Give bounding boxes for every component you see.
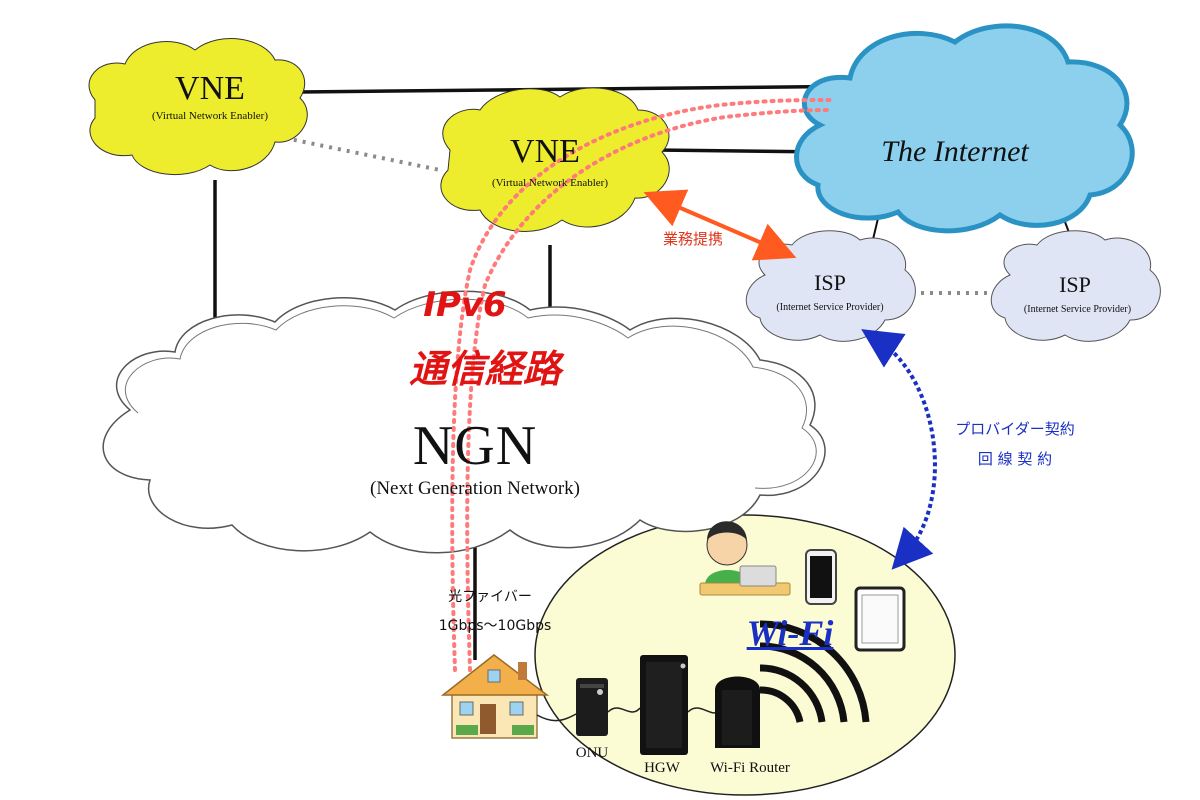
- fiber-speed-label: 1Gbps〜10Gbps: [438, 618, 552, 634]
- wifi-label: Wi-Fi: [746, 613, 834, 653]
- isp-left-subtitle: (Internet Service Provider): [776, 302, 884, 313]
- hgw-device-icon: [640, 655, 688, 755]
- tablet-icon: [854, 586, 906, 652]
- vne-left-cloud: [88, 38, 308, 176]
- partnership-label: 業務提携: [662, 230, 723, 248]
- contract-label-line1: プロバイダー契約: [955, 420, 1075, 438]
- wifi-signal-icon: [759, 620, 870, 723]
- isp-right-title: ISP: [1059, 272, 1091, 297]
- vne-left-subtitle: (Virtual Network Enabler): [151, 110, 268, 122]
- isp-right-cloud: [990, 230, 1161, 342]
- ngn-title: NGN: [412, 415, 538, 477]
- fiber-label: 光ファイバー: [448, 589, 532, 605]
- wifi-router-icon: [715, 676, 760, 748]
- contract-label-line2: 回 線 契 約: [977, 450, 1053, 468]
- ngn-cloud-inner: [124, 298, 817, 489]
- isp-left-title: ISP: [814, 270, 846, 295]
- partnership-arrow: [643, 189, 797, 261]
- wifi-router-label: Wi-Fi Router: [710, 760, 790, 776]
- smartphone-icon: [805, 549, 837, 605]
- ipv6-route-title: IPv6: [423, 285, 507, 325]
- contract-arrow: [861, 329, 937, 570]
- vne-left-title: VNE: [175, 70, 245, 107]
- vne-center-subtitle: (Virtual Network Enabler): [491, 177, 608, 189]
- internet-title: The Internet: [881, 135, 1029, 168]
- vne-center-title: VNE: [510, 133, 580, 170]
- ngn-subtitle: (Next Generation Network): [370, 478, 580, 499]
- ngn-cloud: [102, 290, 826, 554]
- isp-right-subtitle: (Internet Service Provider): [1023, 304, 1132, 315]
- person-laptop-icon: [699, 521, 791, 596]
- ipv6-route-subtitle: 通信経路: [408, 347, 561, 391]
- internet-cloud: [794, 23, 1135, 234]
- vne-center-cloud: [440, 87, 670, 232]
- onu-label: ONU: [575, 745, 609, 761]
- house-icon: [440, 654, 550, 739]
- hgw-label: HGW: [644, 760, 680, 776]
- ipv6-route: [450, 98, 832, 672]
- onu-device-icon: [576, 678, 608, 736]
